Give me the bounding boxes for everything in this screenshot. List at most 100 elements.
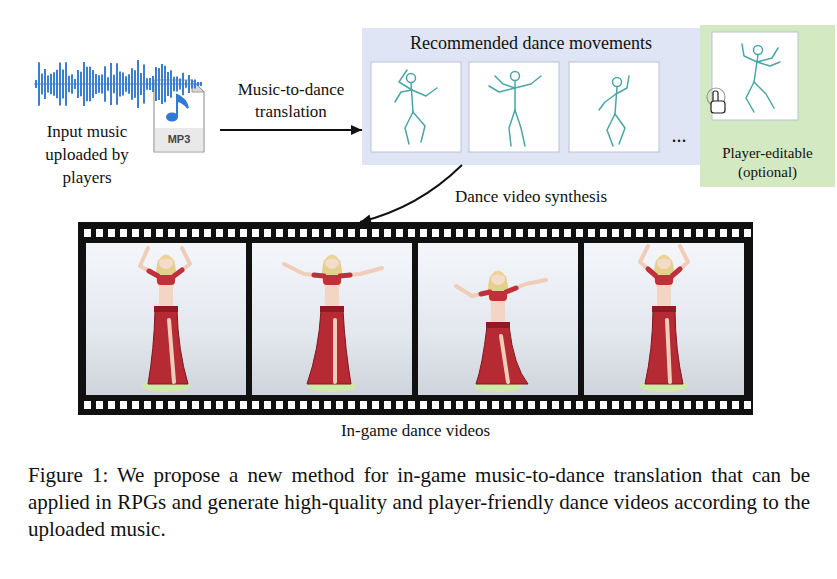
stick-head — [407, 74, 416, 83]
dancer-arm — [672, 246, 688, 276]
sprocket-hole — [144, 401, 151, 409]
recommended-panel: Recommended dance movements — [362, 28, 700, 165]
sprocket-hole — [240, 229, 247, 237]
stick-limb — [495, 76, 515, 88]
sprocket-hole — [180, 401, 187, 409]
sprocket-hole — [120, 229, 127, 237]
dancer-arm — [456, 286, 490, 296]
sprocket-hole — [132, 229, 139, 237]
connector — [220, 125, 362, 135]
sprocket-hole — [504, 229, 511, 237]
dancer-skirt — [307, 310, 351, 384]
dancer-hair — [324, 255, 340, 262]
mp3-file-fold — [192, 80, 204, 92]
connector-line — [360, 165, 462, 222]
dancer-arm — [174, 248, 190, 276]
sprocket-hole — [648, 229, 655, 237]
sprocket-hole — [468, 401, 475, 409]
ellipsis-mark: ... — [663, 124, 695, 146]
sprocket-hole — [456, 401, 463, 409]
sprocket-hole — [480, 229, 487, 237]
pose-frame — [371, 62, 461, 152]
dancer-sleeve — [506, 288, 516, 292]
sprocket-hole — [624, 229, 631, 237]
sprocket-hole — [384, 401, 391, 409]
sprocket-hole — [228, 229, 235, 237]
sprocket-hole — [732, 229, 739, 237]
film-frame — [252, 243, 412, 395]
sprocket-hole — [156, 229, 163, 237]
dancer-sleeve — [149, 271, 158, 276]
dancer-head — [491, 271, 505, 285]
file-type-label: MP3 — [154, 132, 204, 146]
stick-limb — [615, 87, 617, 114]
dancer-hair — [490, 271, 506, 278]
stick-limb — [509, 110, 515, 146]
sprocket-hole — [672, 401, 679, 409]
sprocket-hole — [744, 229, 751, 237]
sprocket-hole — [612, 229, 619, 237]
sprocket-hole — [408, 401, 415, 409]
sprocket-hole — [648, 401, 655, 409]
stick-figure — [599, 76, 629, 146]
sprocket-hole — [300, 229, 307, 237]
sprocket-hole — [96, 229, 103, 237]
dancer-belt — [486, 322, 510, 328]
film-strip: In-game dance videos — [78, 222, 753, 415]
connector — [360, 165, 462, 224]
dancer-figure — [456, 271, 546, 393]
pose-frame — [712, 32, 798, 120]
dancer-skirt — [148, 310, 188, 384]
dancer-sleeve — [174, 270, 182, 276]
sprocket-hole — [420, 229, 427, 237]
sprocket-hole — [324, 401, 331, 409]
dancer-leg — [501, 336, 508, 382]
film-base — [78, 222, 753, 415]
stick-limb — [742, 44, 757, 62]
sprocket-hole — [624, 401, 631, 409]
sprocket-hole — [432, 401, 439, 409]
hand-cursor — [711, 101, 725, 113]
stick-limb — [411, 83, 413, 112]
pose-frame — [569, 62, 659, 152]
stick-limb — [599, 94, 616, 110]
dancer-belt — [154, 306, 178, 312]
sprocket-hole — [384, 229, 391, 237]
dancer-head — [159, 255, 173, 269]
dancer-arm — [506, 280, 546, 292]
dancer-arm — [140, 248, 158, 276]
sprocket-hole — [156, 401, 163, 409]
stick-figure — [489, 72, 541, 147]
sprocket-hole — [132, 401, 139, 409]
stick-limb — [515, 76, 541, 88]
music-note — [177, 95, 188, 117]
stick-limb — [515, 110, 525, 146]
dancer-sleeve — [314, 275, 324, 276]
sprocket-hole — [372, 229, 379, 237]
sprocket-hole — [324, 229, 331, 237]
sprocket-hole — [252, 401, 259, 409]
sprocket-hole — [708, 229, 715, 237]
stick-limb — [514, 81, 516, 110]
sprocket-hole — [528, 229, 535, 237]
sprocket-hole — [168, 401, 175, 409]
sprocket-hole — [216, 401, 223, 409]
sprocket-hole — [600, 229, 607, 237]
edge-label: Dance video synthesis — [455, 186, 607, 208]
connector-line — [220, 129, 362, 131]
film-frame — [584, 243, 744, 395]
sprocket-hole — [684, 229, 691, 237]
sprocket-hole — [420, 401, 427, 409]
sprocket-hole — [348, 401, 355, 409]
player-editable-panel: Player-editable (optional) — [700, 25, 835, 187]
sprocket-hole — [276, 401, 283, 409]
stick-figure — [395, 70, 437, 144]
dancer-leg — [333, 320, 337, 382]
dancer-head — [657, 255, 671, 269]
sprocket-hole — [504, 401, 511, 409]
stick-limb — [413, 112, 425, 142]
sprocket-hole — [588, 229, 595, 237]
sprocket-hole — [564, 401, 571, 409]
sprocket-hole — [600, 401, 607, 409]
